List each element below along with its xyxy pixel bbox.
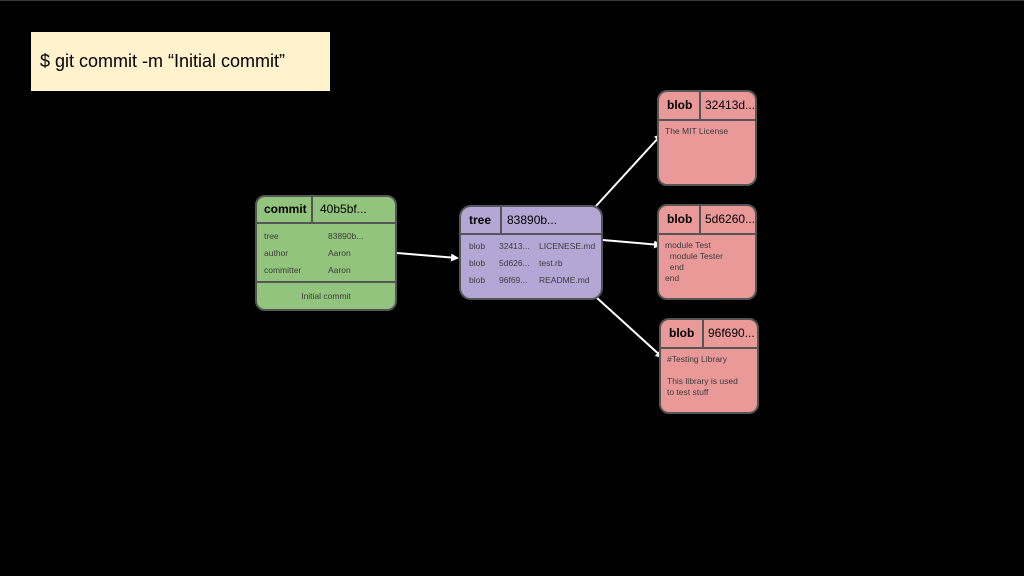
commit-node: commit 40b5bf... tree 83890b... author A… [255, 195, 397, 311]
command-label: $ git commit -m “Initial commit” [31, 32, 330, 91]
blob-content: #Testing Library This library is used to… [667, 354, 738, 397]
blob-kind-label: blob [667, 212, 693, 226]
blob-content: The MIT License [665, 126, 729, 136]
blob-node-test: blob 5d6260... module Test module Tester… [657, 204, 757, 300]
commit-message: Initial commit [301, 291, 351, 301]
tree-kind-label: tree [469, 213, 492, 227]
arrow-tree-to-blob-test [602, 239, 662, 249]
commit-field-key: author [264, 248, 289, 258]
commit-message-divider [257, 281, 395, 283]
blob-sha: 5d6260... [705, 212, 756, 226]
tree-entry-sha: 32413... [499, 241, 530, 251]
tree-entry-name: LICENESE.md [539, 241, 596, 251]
blob-kind-label: blob [667, 98, 693, 112]
blob-header: blob 96f690... [661, 320, 757, 349]
tree-entry-sha: 5d626... [499, 258, 530, 268]
tree-entry-type: blob [469, 275, 486, 285]
command-text: $ git commit -m “Initial commit” [40, 51, 286, 71]
blob-sha: 96f690... [708, 326, 755, 340]
blob-header: blob 5d6260... [659, 206, 755, 235]
blob-header: blob 32413d... [659, 92, 755, 121]
tree-entry-sha: 96f69... [499, 275, 528, 285]
tree-node: tree 83890b... blob 32413... LICENESE.md… [459, 205, 603, 300]
commit-field-value: Aaron [328, 265, 351, 275]
tree-header: tree 83890b... [461, 207, 601, 235]
commit-kind-label: commit [264, 202, 307, 216]
blob-kind-label: blob [669, 326, 695, 340]
commit-sha: 40b5bf... [320, 202, 367, 216]
tree-entry-type: blob [469, 258, 486, 268]
commit-field-key: committer [264, 265, 302, 275]
commit-field-key: tree [264, 231, 279, 241]
arrow-tree-to-blob-license [595, 133, 663, 207]
blob-header-separator [699, 92, 701, 119]
commit-header-separator [311, 197, 313, 222]
blob-node-readme: blob 96f690... #Testing Library This lib… [659, 318, 759, 414]
commit-field-value: Aaron [328, 248, 351, 258]
top-divider [0, 0, 1024, 1]
arrow-commit-to-tree [396, 252, 459, 262]
tree-header-separator [500, 207, 502, 233]
blob-header-separator [699, 206, 701, 233]
tree-entry-name: README.md [539, 275, 590, 285]
commit-header: commit 40b5bf... [257, 197, 395, 224]
commit-field-value: 83890b... [328, 231, 364, 241]
arrow-tree-to-blob-readme [596, 297, 664, 359]
blob-header-separator [702, 320, 704, 347]
tree-sha: 83890b... [507, 213, 558, 227]
blob-content: module Test module Tester end end [665, 240, 723, 283]
blob-sha: 32413d... [705, 98, 756, 112]
tree-entry-name: test.rb [539, 258, 563, 268]
blob-node-license: blob 32413d... The MIT License [657, 90, 757, 186]
tree-entry-type: blob [469, 241, 486, 251]
